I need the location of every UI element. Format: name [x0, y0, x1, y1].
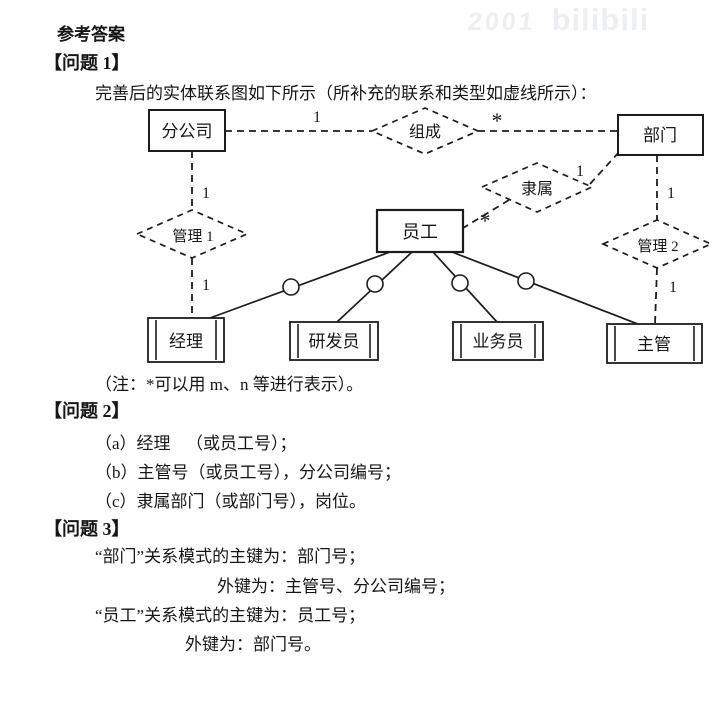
- q3-line-dept-pk: “部门”关系模式的主键为：部门号；: [95, 547, 366, 566]
- entity-branch-label: 分公司: [162, 122, 213, 141]
- relationship-manage2-label: 管理 2: [637, 238, 678, 255]
- q2-item-c-value: （或部门号），岗位。: [204, 492, 367, 511]
- q3-line-dept-fk: 外键为：主管号、分公司编号；: [217, 577, 455, 596]
- relationship-manage1-label: 管理 1: [172, 228, 213, 245]
- bilibili-watermark: 2001 bilibili: [467, 2, 650, 38]
- link-subordinate-dept: [589, 150, 621, 185]
- subtype-circle-manager: [282, 278, 300, 296]
- q3-heading: 【问题 3】: [44, 519, 130, 539]
- subtype-circle-salesperson: [451, 274, 469, 292]
- cardinality-compose-dept: *: [492, 108, 503, 133]
- subtype-circle-supervisor: [517, 272, 535, 290]
- subtype-salesperson-label: 业务员: [473, 332, 524, 351]
- q2-item-a-label: （a）经理: [95, 434, 171, 453]
- cardinality-compose-branch: 1: [313, 109, 321, 126]
- q2-item-b-value: （或员工号），分公司编号；: [188, 463, 402, 482]
- q2-item-a-value: （或员工号）；: [186, 434, 297, 453]
- relationship-subordinate-diamond: [479, 162, 595, 213]
- link-manage2-supervisor: [654, 267, 658, 325]
- subtype-salesperson-box: [452, 321, 544, 361]
- entity-dept-box: [617, 114, 704, 156]
- subtype-manager-box: [147, 317, 225, 363]
- q2-item-b: （b）主管号（或员工号），分公司编号；: [95, 458, 401, 483]
- cardinality-labels: 1 * 1 * 1 1 1 1: [202, 108, 677, 296]
- link-employee-supervisor: [451, 251, 644, 327]
- bilibili-logo-text: bilibili: [551, 2, 650, 37]
- q3-line-emp-fk: 外键为：部门号。: [185, 635, 321, 654]
- entity-dept-label: 部门: [643, 126, 677, 145]
- subtype-circles: [282, 272, 535, 296]
- q1-heading: 【问题 1】: [44, 53, 130, 73]
- cardinality-subordinate-emp: *: [480, 208, 491, 233]
- relationship-subordinate-label: 隶属: [521, 180, 553, 198]
- employee-subtype-links: [209, 251, 644, 327]
- entity-employee-label: 员工: [402, 222, 438, 242]
- subtype-manager-label: 经理: [169, 332, 203, 351]
- entity-employee-box: [375, 208, 465, 254]
- q2-item-c: （c）隶属部门（或部门号），岗位。: [95, 487, 366, 512]
- q2-heading: 【问题 2】: [44, 401, 130, 421]
- q1-intro-text: 完善后的实体联系图如下所示（所补充的联系和类型如虚线所示）：: [95, 84, 597, 103]
- relationship-compose-label: 组成: [409, 123, 441, 141]
- q2-item-b-label: （b）主管号: [95, 463, 189, 482]
- subtype-supervisor-label: 主管: [637, 335, 671, 354]
- cardinality-manage1-top: 1: [202, 185, 210, 202]
- subtype-developer-box: [289, 321, 379, 361]
- subtype-supervisor-box: [606, 323, 703, 364]
- link-employee-manager: [209, 251, 391, 319]
- q2-item-c-label: （c）隶属部门: [95, 492, 205, 511]
- entity-boxes: [147, 109, 704, 364]
- subtype-double-bars: [155, 320, 695, 361]
- cardinality-subordinate-dept: 1: [576, 163, 584, 180]
- q2-item-a: （a）经理 （或员工号）；: [95, 429, 297, 454]
- relationship-compose-diamond: [369, 107, 481, 155]
- subtype-circle-developer: [366, 275, 384, 293]
- link-subordinate-employee: [462, 199, 510, 229]
- q1-note-text: （注：*可以用 m、n 等进行表示）。: [95, 375, 364, 394]
- subtype-developer-label: 研发员: [309, 332, 360, 351]
- page-title: 参考答案: [57, 25, 125, 44]
- dashed-connectors: [191, 130, 658, 325]
- relationship-manage1-diamond: [134, 209, 250, 259]
- relationship-manage2-diamond: [600, 219, 714, 269]
- relationship-diamonds: [134, 107, 714, 269]
- cardinality-manage1-bottom: 1: [202, 277, 210, 294]
- q3-line-emp-pk: “员工”关系模式的主键为：员工号；: [95, 606, 366, 625]
- entity-branch-box: [148, 109, 226, 152]
- cardinality-manage2-bottom: 1: [669, 279, 677, 296]
- diagram-labels: 分公司 部门 员工 经理 研发员 业务员 主管 组成 隶属 管理 1 管理 2: [162, 122, 679, 354]
- cardinality-manage2-top: 1: [667, 185, 675, 202]
